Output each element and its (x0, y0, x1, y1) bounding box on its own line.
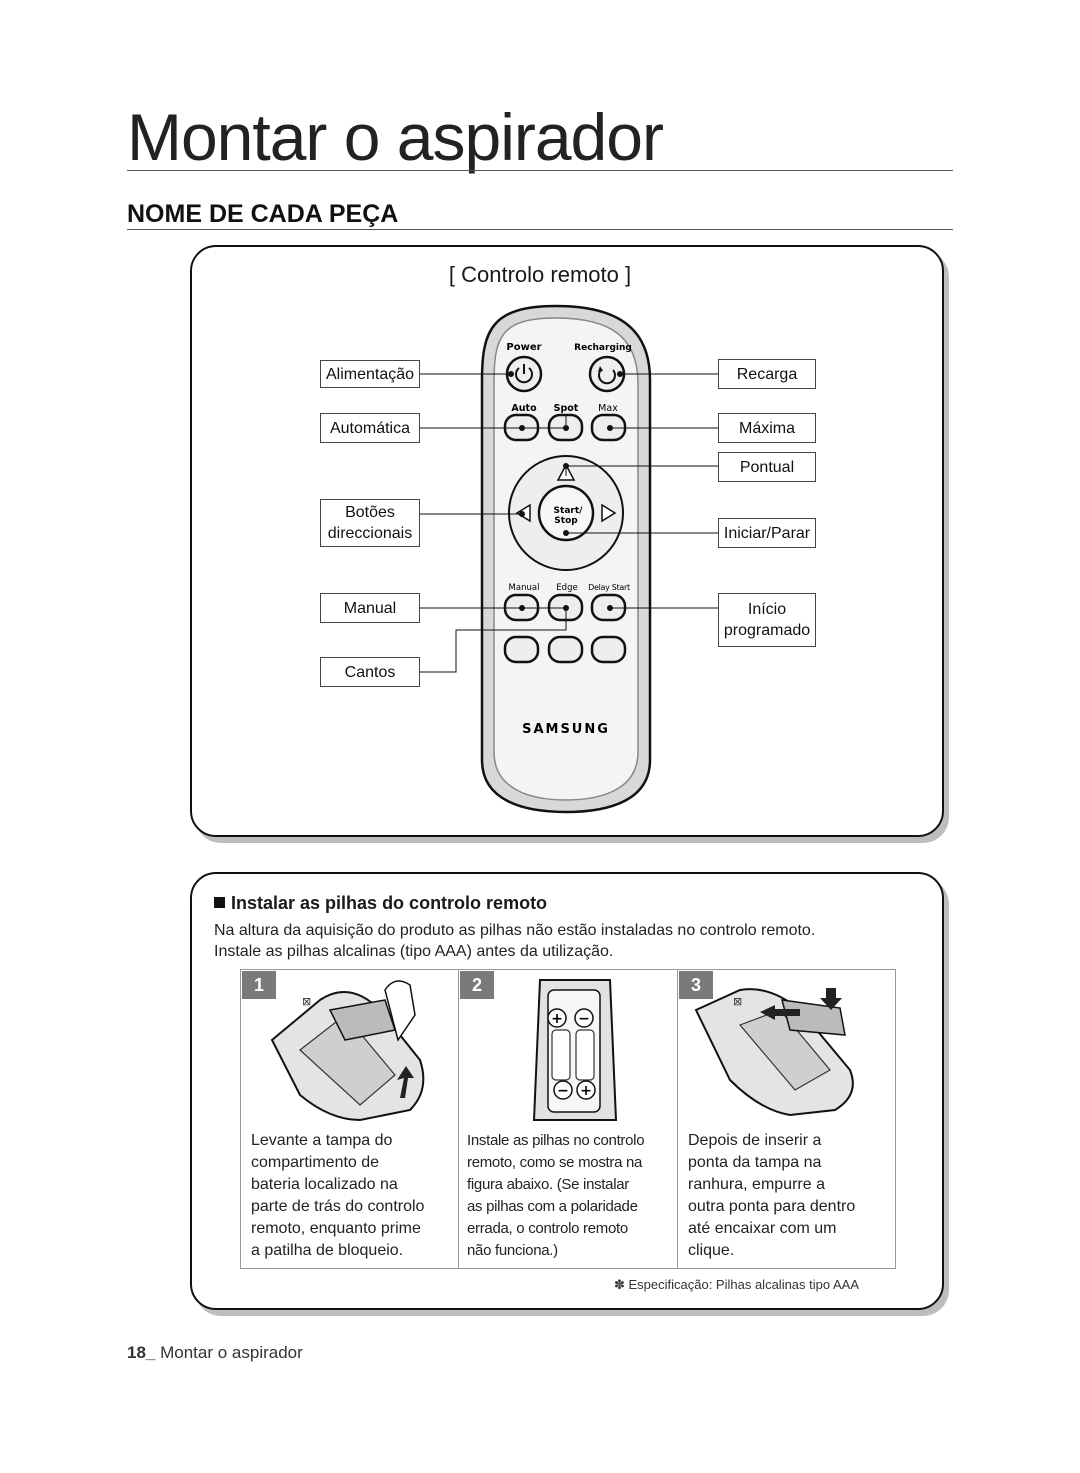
step-3-line: outra ponta para dentro (688, 1198, 856, 1215)
section-rule (127, 229, 953, 230)
step-2-text: Instale as pilhas no controlo remoto, co… (467, 1130, 675, 1262)
blank-button-3 (590, 635, 627, 664)
battery-intro-line2: Instale as pilhas alcalinas (tipo AAA) a… (214, 943, 614, 960)
step-3-badge: 3 (679, 971, 713, 999)
step-1-illustration: ⊠ (270, 980, 425, 1122)
blank-button-2 (547, 635, 584, 664)
step-divider-2 (677, 969, 678, 1269)
step-1-badge: 1 (242, 971, 276, 999)
label-manual: Manual (320, 593, 420, 623)
svg-text:+: + (551, 1011, 563, 1027)
power-icon (515, 367, 533, 384)
spot-text: Spot (554, 403, 579, 414)
step-2-illustration: + − − + (532, 979, 618, 1121)
step-1-line: a patilha de bloqueio. (251, 1242, 404, 1259)
label-botoes-line2: direccionais (327, 525, 413, 542)
step-3-line: Depois de inserir a (688, 1132, 822, 1149)
auto-text: Auto (511, 403, 537, 414)
battery-heading-text: Instalar as pilhas do controlo remoto (231, 893, 548, 913)
label-pontual: Pontual (718, 452, 816, 482)
label-automatica: Automática (320, 413, 420, 443)
label-inicio-programado: Início programado (718, 593, 816, 647)
step-2-line: não funciona.) (467, 1242, 558, 1259)
step-1-line: parte de trás do controlo (251, 1198, 425, 1215)
label-botoes-direccionais: Botões direccionais (320, 499, 420, 547)
label-recarga: Recarga (718, 359, 816, 389)
footer-label: Montar o aspirador (160, 1343, 303, 1362)
step-3-line: ponta da tampa na (688, 1154, 822, 1171)
battery-intro-line1: Na altura da aquisição do produto as pil… (214, 922, 816, 939)
right-arrow-icon (601, 503, 617, 523)
label-inicio-line1: Início (747, 601, 787, 618)
remote-heading: [ Controlo remoto ] (0, 262, 1080, 288)
step-1-line: compartimento de (251, 1154, 380, 1171)
step-2-line: errada, o controlo remoto (467, 1220, 628, 1237)
section-heading: NOME DE CADA PEÇA (127, 200, 399, 228)
leader-lines (420, 373, 718, 673)
step-2-line: figura abaixo. (Se instalar (467, 1176, 629, 1193)
delay-start-text: Delay Start (588, 583, 630, 592)
start-text: Start/ (554, 506, 584, 516)
step-1-line: Levante a tampa do (251, 1132, 393, 1149)
svg-text:⊠: ⊠ (733, 995, 742, 1008)
svg-text:+: + (580, 1083, 592, 1099)
label-maxima: Máxima (718, 413, 816, 443)
label-alimentacao: Alimentação (320, 360, 420, 388)
battery-heading: Instalar as pilhas do controlo remoto (214, 893, 547, 914)
recharging-text: Recharging (574, 343, 632, 353)
step-2-line: Instale as pilhas no controlo (467, 1132, 645, 1149)
title-rule (127, 170, 953, 171)
edge-text: Edge (556, 583, 577, 593)
label-cantos: Cantos (320, 657, 420, 687)
page-number: 18_ (127, 1343, 156, 1362)
step-1-line: remoto, enquanto prime (251, 1220, 421, 1237)
step-3-illustration: ⊠ (694, 988, 854, 1117)
page-title: Montar o aspirador (127, 100, 664, 174)
label-inicio-line2: programado (723, 622, 811, 639)
step-3-line: até encaixar com um (688, 1220, 837, 1237)
bullet-square-icon (214, 897, 225, 908)
page-footer: 18_ Montar o aspirador (127, 1343, 303, 1363)
start-stop-button (537, 484, 595, 542)
manual-text: Manual (509, 583, 540, 593)
step-1-line: bateria localizado na (251, 1176, 398, 1193)
battery-intro: Na altura da aquisição do produto as pil… (214, 920, 914, 962)
step-2-line: remoto, como se mostra na (467, 1154, 643, 1171)
step-3-line: ranhura, empurre a (688, 1176, 825, 1193)
leader-dots (508, 371, 623, 611)
stop-text: Stop (554, 516, 578, 526)
steps-frame (240, 969, 896, 1269)
svg-text:⊠: ⊠ (302, 995, 311, 1008)
step-2-badge: 2 (460, 971, 494, 999)
step-1-text: Levante a tampa do compartimento de bate… (251, 1130, 456, 1262)
power-text: Power (506, 342, 541, 353)
max-text: Max (598, 403, 618, 414)
svg-text:−: − (557, 1083, 569, 1099)
svg-text:−: − (578, 1011, 590, 1027)
blank-button-1 (503, 635, 540, 664)
label-botoes-line1: Botões (345, 504, 395, 521)
label-iniciar-parar: Iniciar/Parar (718, 518, 816, 548)
step-2-line: as pilhas com a polaridade (467, 1198, 638, 1215)
step-3-line: clique. (688, 1242, 735, 1259)
step-divider-1 (458, 969, 459, 1269)
step-3-text: Depois de inserir a ponta da tampa na ra… (688, 1130, 893, 1262)
remote-heading-text: [ Controlo remoto ] (448, 262, 632, 287)
recharge-icon (597, 368, 616, 385)
samsung-logo: SAMSUNG (522, 722, 610, 737)
battery-footnote: ✽ Especificação: Pilhas alcalinas tipo A… (614, 1277, 860, 1292)
